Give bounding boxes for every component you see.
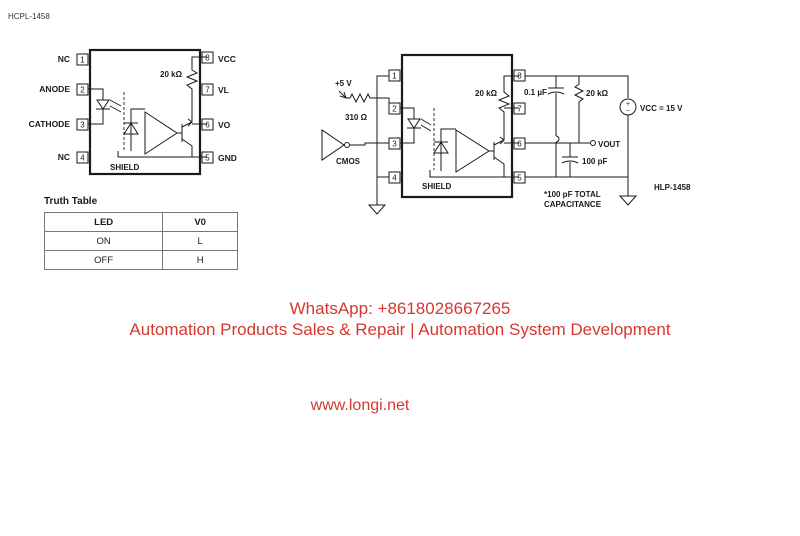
right-ground-bus xyxy=(429,170,519,178)
left-pin-3-label: CATHODE xyxy=(29,119,71,129)
pullup-resistor-label: 20 kΩ xyxy=(586,89,609,98)
pullup-resistor xyxy=(573,76,585,143)
load-capacitor xyxy=(561,143,579,177)
right-pin-5-number: 5 xyxy=(517,174,522,183)
right-pin-8-number: 8 xyxy=(517,72,522,81)
left-output-stage xyxy=(177,56,207,157)
left-pin-3: 3 CATHODE xyxy=(29,118,89,131)
right-pin-1-number: 1 xyxy=(392,72,397,81)
right-pin-2: 2 xyxy=(388,102,401,115)
capacitance-note-line2: CAPACITANCE xyxy=(544,200,602,209)
left-pin-1-number: 1 xyxy=(80,56,85,65)
cmos-label: CMOS xyxy=(336,157,361,166)
truth-table-header-vo: V0 xyxy=(162,212,238,232)
table-row: ON L xyxy=(43,231,238,251)
truth-table-cell: OFF xyxy=(43,250,164,270)
left-pin-1: 1 NC xyxy=(58,53,89,66)
left-schematic: 1 NC 2 ANODE 3 CATHODE 4 NC 8 VCC 7 VL xyxy=(29,48,237,176)
left-pin-8-number: 8 xyxy=(205,54,210,63)
left-pin-7-label: VL xyxy=(218,85,229,95)
part-number-label: HLP-1458 xyxy=(654,183,691,192)
right-light-arrows xyxy=(420,118,432,132)
cmos-driver xyxy=(321,129,345,161)
right-pin-7-number: 7 xyxy=(517,105,522,114)
right-amplifier xyxy=(455,129,490,173)
left-pin-1-label: NC xyxy=(58,54,70,64)
left-pin-2: 2 ANODE xyxy=(39,83,89,96)
left-pin-2-number: 2 xyxy=(80,86,85,95)
left-pin-5: 5 GND xyxy=(201,151,237,164)
left-pin-7-number: 7 xyxy=(205,86,210,95)
whatsapp-contact: WhatsApp: +8618028667265 xyxy=(289,299,511,318)
right-led-diode xyxy=(400,107,421,144)
left-pin-4: 4 NC xyxy=(58,151,89,164)
ground-symbol-left xyxy=(367,204,387,215)
truth-table-cell: ON xyxy=(43,231,164,251)
right-shield-label: SHIELD xyxy=(422,182,452,191)
right-pin-4-number: 4 xyxy=(392,174,397,183)
left-light-arrows xyxy=(109,99,122,113)
vout-label: VOUT xyxy=(598,140,620,149)
left-pin-2-label: ANODE xyxy=(39,84,70,94)
left-pin-6-label: VO xyxy=(218,120,231,130)
cmos-output-wire xyxy=(350,142,389,146)
left-pin-5-label: GND xyxy=(218,153,237,163)
left-pin-8-label: VCC xyxy=(218,54,236,64)
vcc-rail xyxy=(525,75,629,98)
truth-table-cell: L xyxy=(162,231,238,251)
right-pin-2-number: 2 xyxy=(392,105,397,114)
vcc-label: VCC = 15 V xyxy=(640,104,683,113)
right-output-stage xyxy=(489,75,519,177)
truth-table-cell: H xyxy=(162,250,238,270)
input-resistor xyxy=(346,92,390,108)
load-capacitor-label: 100 pF xyxy=(582,157,607,166)
ground-symbol-right xyxy=(618,195,638,206)
output-terminal xyxy=(590,140,596,146)
right-photodiode xyxy=(433,128,456,171)
left-pin-4-label: NC xyxy=(58,152,70,162)
right-schematic: 1 2 3 4 8 7 6 5 +5 xyxy=(321,53,691,215)
truth-table-header-row: LED V0 xyxy=(43,212,238,232)
input-resistor-label: 310 Ω xyxy=(345,113,368,122)
truth-table: LED V0 ON L OFF H xyxy=(43,212,238,270)
truth-table-header-led: LED xyxy=(43,212,164,232)
company-tagline: Automation Products Sales & Repair | Aut… xyxy=(129,320,671,339)
left-ground-rail xyxy=(376,75,389,205)
left-resistor-label: 20 kΩ xyxy=(160,70,183,79)
bypass-capacitor-label: 0.1 µF xyxy=(524,88,547,97)
left-pin-6-number: 6 xyxy=(205,121,210,130)
right-pin-6-number: 6 xyxy=(517,140,522,149)
bypass-capacitor xyxy=(547,76,565,177)
vcc-source-minus: − xyxy=(626,108,630,115)
capacitance-note-line1: *100 pF TOTAL xyxy=(544,190,601,199)
supply-label: +5 V xyxy=(335,79,352,88)
left-amplifier xyxy=(144,111,178,155)
table-row: OFF H xyxy=(43,250,238,270)
left-pin-5-number: 5 xyxy=(205,154,210,163)
vcc-source-plus: + xyxy=(626,101,630,108)
supply-arrow xyxy=(338,90,347,99)
left-led-diode xyxy=(88,88,110,125)
left-shield-label: SHIELD xyxy=(110,163,140,172)
right-pin-3-number: 3 xyxy=(392,140,397,149)
left-pin-3-number: 3 xyxy=(80,121,85,130)
truth-table-title: Truth Table xyxy=(44,196,98,207)
left-pin-7: 7 VL xyxy=(201,83,229,96)
document-id: HCPL-1458 xyxy=(8,12,50,21)
right-internal-resistor-label: 20 kΩ xyxy=(475,89,498,98)
left-pin-4-number: 4 xyxy=(80,154,85,163)
left-pin-8: 8 VCC xyxy=(201,51,236,64)
right-pin-3: 3 xyxy=(388,137,401,150)
website-link[interactable]: www.longi.net xyxy=(310,397,410,414)
right-pin-4: 4 xyxy=(388,171,401,184)
right-pin-1: 1 xyxy=(388,69,401,82)
left-ground-bus xyxy=(117,151,207,158)
left-photodiode xyxy=(123,108,145,151)
cmos-inverter-bubble xyxy=(344,142,350,148)
right-ic-body xyxy=(400,53,514,199)
left-ic-body xyxy=(88,48,202,176)
